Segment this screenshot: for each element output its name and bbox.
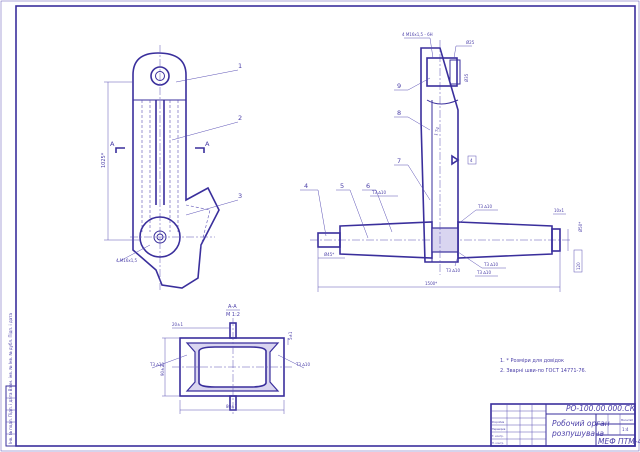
side-stamp: Інв. № подл. Підп. і дата Взам. інв. № І…	[8, 313, 13, 444]
section-dim-height: 90±2	[160, 365, 165, 376]
weld-4: Т3 ∆10	[476, 270, 491, 275]
section-scale: М 1:2	[226, 312, 240, 318]
inner-frame	[15, 5, 636, 447]
svg-text:4: 4	[470, 158, 473, 163]
weld-3: Т3 ∆10	[483, 262, 498, 267]
title-block: Розробив Перевірив Т. контр. Н. контр. Р…	[490, 403, 640, 447]
view-a: 1 2 3 A A 1025* 4 М16х1,5	[101, 45, 242, 290]
tb-name-line1: Робочий орган	[552, 419, 610, 428]
leader-3-label: 3	[238, 192, 242, 200]
section-title: А-А	[228, 304, 237, 310]
tb-row-1: Розробив	[492, 420, 505, 424]
section-mark-right: A	[205, 140, 210, 148]
dim-top-right: Ø25	[466, 40, 475, 45]
tb-designation: РО-100.00.000.СК	[566, 404, 636, 413]
dim-shaft: Ø50*	[578, 222, 583, 232]
tb-scale-label: Масштаб	[621, 418, 633, 422]
leader-1-label: 1	[238, 62, 242, 70]
tb-row-2: Перевірив	[492, 427, 506, 431]
dim-top-thread: 4 М16х1,5 - 6Н	[402, 32, 433, 37]
leader-7-label: 7	[397, 157, 401, 165]
dim-slot: Ø35	[464, 73, 469, 82]
section-dim-width: 80±1	[226, 404, 237, 409]
weld-5: Т3 ∆10	[445, 268, 460, 273]
tb-scale: 1:4	[622, 427, 629, 432]
leader-9-label: 9	[397, 82, 401, 90]
view-b: 4 4 5 6 7 8 9 4 М16х1,5 - 6Н Ø25 Ø35 1 Т…	[300, 32, 583, 292]
side-stamp-box	[5, 385, 17, 447]
section-dim-top: 20±1	[172, 322, 183, 327]
leader-6-label: 6	[366, 182, 370, 190]
dim-flange: 10х1	[554, 208, 564, 213]
notes: 1. * Розміри для довідок 2. Зварні шви-п…	[500, 358, 587, 374]
tb-name-line2: розпушувача	[551, 429, 604, 438]
dim-vertical: 120	[576, 262, 581, 270]
tb-row-3: Т. контр.	[492, 434, 504, 438]
dim-clearance: 1 Т4	[433, 126, 440, 136]
leader-2-label: 2	[238, 114, 242, 122]
weld-1: Т3 ∆10	[371, 190, 386, 195]
leader-4-label: 4	[304, 182, 308, 190]
section-weld-right: Т3 ∆10	[295, 362, 310, 367]
note-1: 1. * Розміри для довідок	[500, 358, 564, 364]
note-2: 2. Зварні шви-по ГОСТ 14771-76.	[500, 368, 587, 374]
dim-height: 1025*	[101, 152, 107, 168]
leader-5-label: 5	[340, 182, 344, 190]
section-dim-right-top: 5±1	[288, 331, 293, 340]
tb-row-4: Н. контр.	[492, 441, 504, 445]
weld-2: Т3 ∆10	[477, 204, 492, 209]
section-view: А-А М 1:2 20±1 5±1 Т3 ∆10 Т3 ∆10 90±2 80…	[149, 304, 310, 415]
dim-bore: Ø45*	[324, 252, 334, 257]
leader-8-label: 8	[397, 109, 401, 117]
section-weld-left: Т3 ∆10	[149, 362, 164, 367]
section-mark-left: A	[110, 140, 115, 148]
dim-hole: 4 М16х1,5	[116, 258, 138, 263]
dim-length: 1500*	[425, 281, 437, 286]
tb-organization: МЕФ ПТМ-42	[598, 437, 640, 446]
